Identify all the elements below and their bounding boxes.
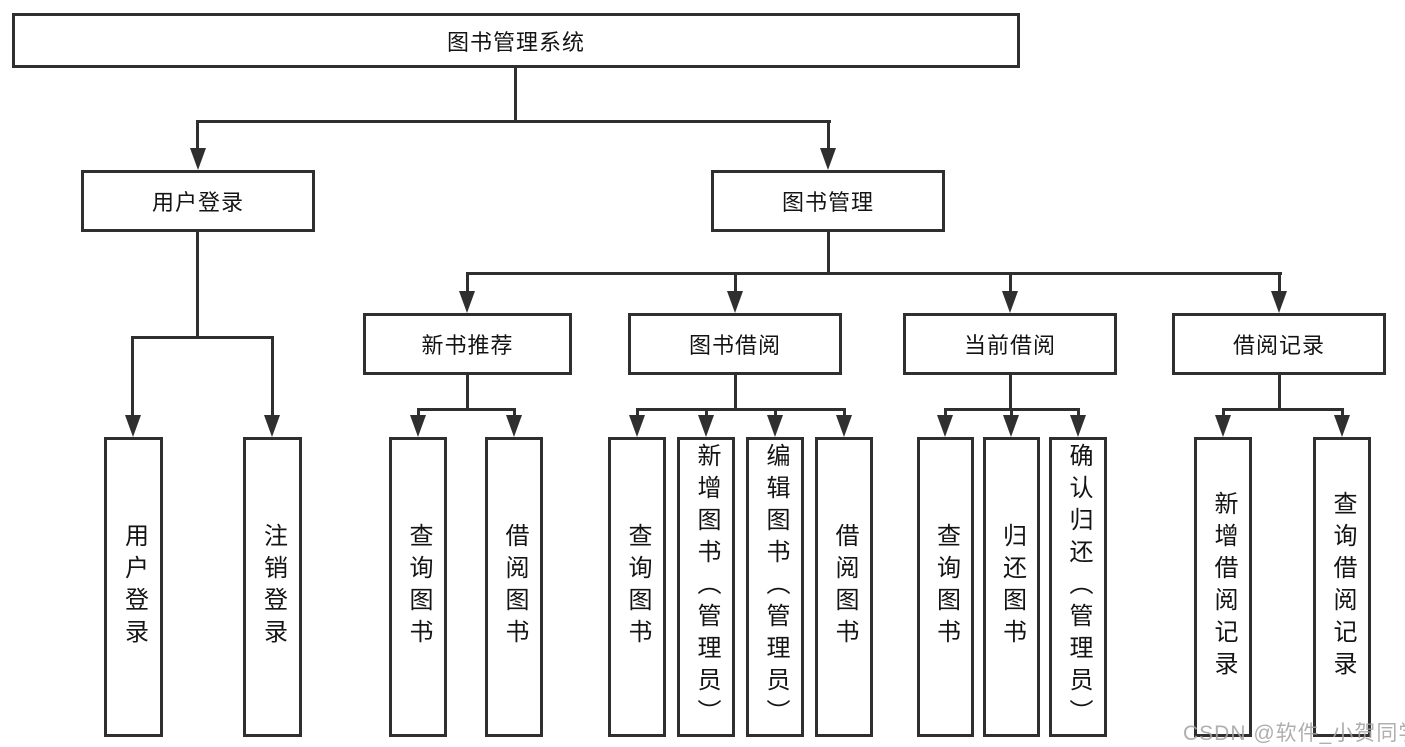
connector-to-new-book-rec-stem bbox=[466, 272, 469, 294]
arrow-to-borrow-records bbox=[1271, 291, 1287, 313]
node-borrowing-records: 借阅记录 bbox=[1172, 313, 1386, 375]
leaf-borrow-books-borrowing: 借阅图书 bbox=[815, 437, 873, 737]
node-new-book-recommend: 新书推荐 bbox=[363, 313, 572, 375]
arrow-to-logout bbox=[264, 415, 280, 437]
node-book-management: 图书管理 bbox=[711, 170, 945, 232]
arrow-to-cb-return bbox=[1003, 415, 1019, 437]
connector-root-stem bbox=[514, 67, 517, 123]
connector-to-cb-confirm-stem bbox=[1077, 408, 1080, 418]
connector-new-book-rec-stem bbox=[466, 375, 469, 411]
connector-to-bb-add-stem bbox=[705, 408, 708, 418]
connector-to-current-borrow-stem bbox=[1009, 272, 1012, 294]
node-library-management-system: 图书管理系统 bbox=[12, 13, 1020, 68]
connector-current-borrow-stem bbox=[1009, 375, 1012, 411]
arrow-to-new-book-rec bbox=[459, 291, 475, 313]
connector-to-borrow-records-stem bbox=[1278, 272, 1281, 294]
connector-to-book-borrow-stem bbox=[734, 272, 737, 294]
connector-to-rec-borrow-stem bbox=[513, 408, 516, 418]
connector-to-book-mgmt-stem bbox=[827, 120, 830, 150]
leaf-add-books-admin: 新增图书（管理员） bbox=[677, 437, 735, 737]
connector-to-rec-query-stem bbox=[417, 408, 420, 418]
arrow-to-current-borrow bbox=[1002, 291, 1018, 313]
connector-to-bb-borrow-stem bbox=[843, 408, 846, 418]
leaf-borrow-books-recommend: 借阅图书 bbox=[485, 437, 543, 737]
connector-to-logout-stem bbox=[271, 336, 274, 417]
leaf-add-borrow-record: 新增借阅记录 bbox=[1194, 437, 1252, 737]
connector-to-login-stem bbox=[131, 336, 134, 417]
leaf-query-books-recommend: 查询图书 bbox=[389, 437, 447, 737]
leaf-user-login: 用户登录 bbox=[104, 437, 163, 737]
connector-new-book-rec-branch bbox=[417, 408, 516, 411]
node-user-login: 用户登录 bbox=[81, 170, 315, 232]
leaf-query-books-borrowing: 查询图书 bbox=[608, 437, 666, 737]
connector-to-bb-query-stem bbox=[636, 408, 639, 418]
arrow-to-bb-query bbox=[629, 415, 645, 437]
arrow-to-bb-add bbox=[698, 415, 714, 437]
connector-user-login-stem bbox=[196, 232, 199, 339]
arrow-to-cb-query bbox=[937, 415, 953, 437]
leaf-logout: 注销登录 bbox=[243, 437, 302, 737]
arrow-to-br-query bbox=[1334, 415, 1350, 437]
leaf-edit-books-admin: 编辑图书（管理员） bbox=[746, 437, 804, 737]
arrow-to-bb-edit bbox=[767, 415, 783, 437]
arrow-to-br-add bbox=[1215, 415, 1231, 437]
arrow-to-user-login bbox=[190, 148, 206, 170]
connector-to-cb-return-stem bbox=[1010, 408, 1013, 418]
arrow-to-book-mgmt bbox=[820, 148, 836, 170]
arrow-to-login bbox=[125, 415, 141, 437]
leaf-query-books-current: 查询图书 bbox=[917, 437, 974, 737]
connector-borrow-records-stem bbox=[1278, 375, 1281, 411]
arrow-to-book-borrow bbox=[727, 291, 743, 313]
csdn-watermark: CSDN @软件_小贺同学 bbox=[1183, 722, 1405, 745]
connector-root-branch bbox=[196, 120, 831, 123]
connector-to-bb-edit-stem bbox=[774, 408, 777, 418]
connector-to-cb-query-stem bbox=[944, 408, 947, 418]
leaf-query-borrow-record: 查询借阅记录 bbox=[1313, 437, 1371, 737]
connector-book-borrow-branch bbox=[636, 408, 845, 411]
connector-book-mgmt-branch bbox=[466, 272, 1282, 275]
arrow-to-bb-borrow bbox=[836, 415, 852, 437]
arrow-to-rec-borrow bbox=[506, 415, 522, 437]
arrow-to-cb-confirm bbox=[1070, 415, 1086, 437]
leaf-return-books: 归还图书 bbox=[983, 437, 1040, 737]
connector-to-br-add-stem bbox=[1222, 408, 1225, 418]
node-book-borrowing: 图书借阅 bbox=[628, 313, 842, 375]
leaf-confirm-return-admin: 确认归还（管理员） bbox=[1049, 437, 1107, 737]
arrow-to-rec-query bbox=[410, 415, 426, 437]
connector-user-login-branch bbox=[131, 336, 274, 339]
node-current-borrowing: 当前借阅 bbox=[903, 313, 1117, 375]
connector-book-borrow-stem bbox=[734, 375, 737, 411]
connector-borrow-records-branch bbox=[1222, 408, 1344, 411]
connector-to-br-query-stem bbox=[1341, 408, 1344, 418]
connector-book-mgmt-stem bbox=[827, 232, 830, 275]
connector-to-user-login-stem bbox=[196, 120, 199, 150]
